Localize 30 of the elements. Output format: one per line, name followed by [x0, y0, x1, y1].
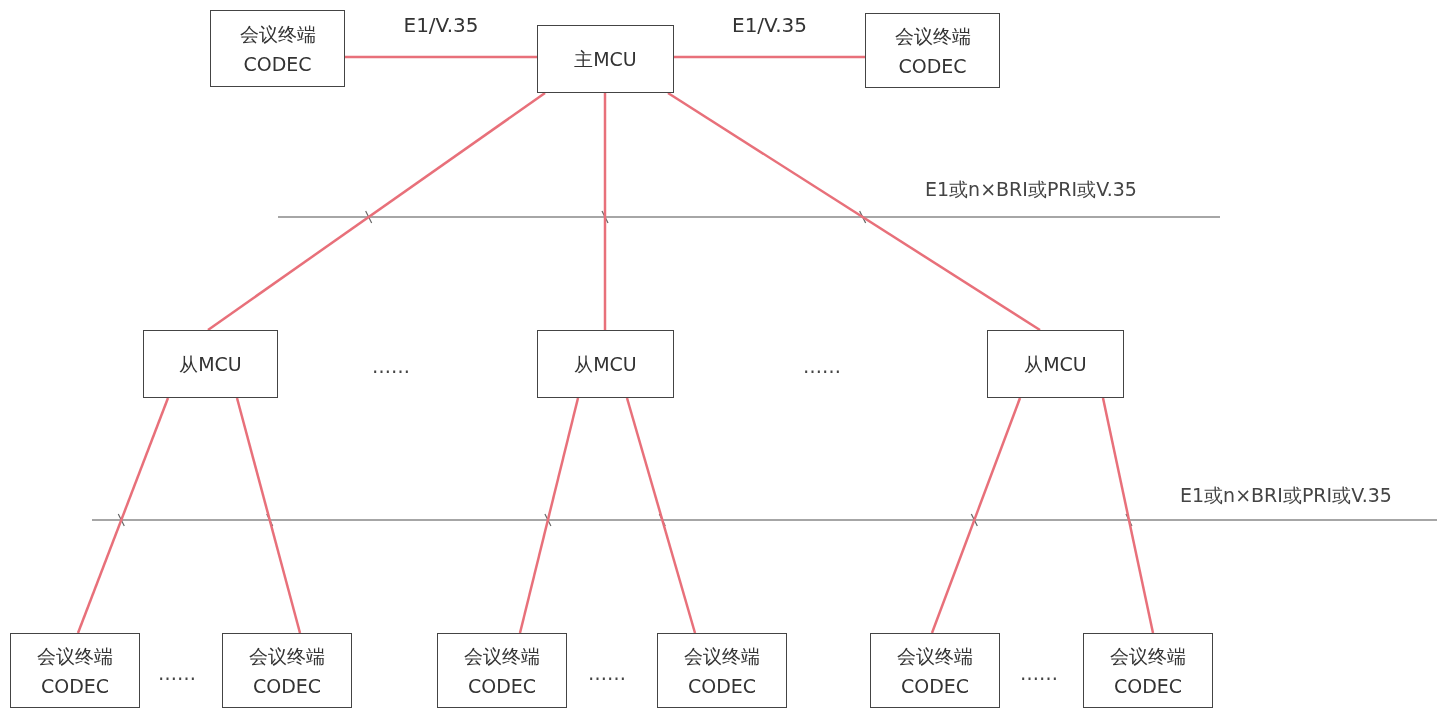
connection-line	[345, 55, 537, 59]
connection-line	[76, 397, 170, 634]
link-type-label: E1或n×BRI或PRI或V.35	[925, 177, 1137, 202]
link-type-label: E1或n×BRI或PRI或V.35	[1180, 483, 1392, 508]
terminal-box: 会议终端 CODEC	[657, 633, 787, 708]
terminal-box: 会议终端 CODEC	[222, 633, 352, 708]
connection-line	[603, 93, 607, 330]
ellipsis-label: ……	[158, 662, 196, 684]
ellipsis-label: ……	[372, 355, 410, 377]
mcu-box: 从MCU	[537, 330, 674, 398]
terminal-box: 会议终端 CODEC	[865, 13, 1000, 88]
ellipsis-label: ……	[803, 355, 841, 377]
connection-line	[235, 397, 302, 634]
terminal-box: 会议终端 CODEC	[10, 633, 140, 708]
connection-line	[518, 397, 580, 634]
mcu-box: 主MCU	[537, 25, 674, 93]
mcu-box: 从MCU	[987, 330, 1124, 398]
terminal-box: 会议终端 CODEC	[1083, 633, 1213, 708]
terminal-box: 会议终端 CODEC	[870, 633, 1000, 708]
connection-line	[207, 91, 546, 332]
connection-line	[625, 397, 697, 634]
connection-line	[667, 91, 1041, 332]
ellipsis-label: ……	[1020, 662, 1058, 684]
connection-line	[674, 55, 865, 59]
connection-line	[1101, 397, 1155, 634]
connection-line	[930, 397, 1022, 634]
terminal-box: 会议终端 CODEC	[210, 10, 345, 87]
terminal-box: 会议终端 CODEC	[437, 633, 567, 708]
ellipsis-label: ……	[588, 662, 626, 684]
mcu-box: 从MCU	[143, 330, 278, 398]
